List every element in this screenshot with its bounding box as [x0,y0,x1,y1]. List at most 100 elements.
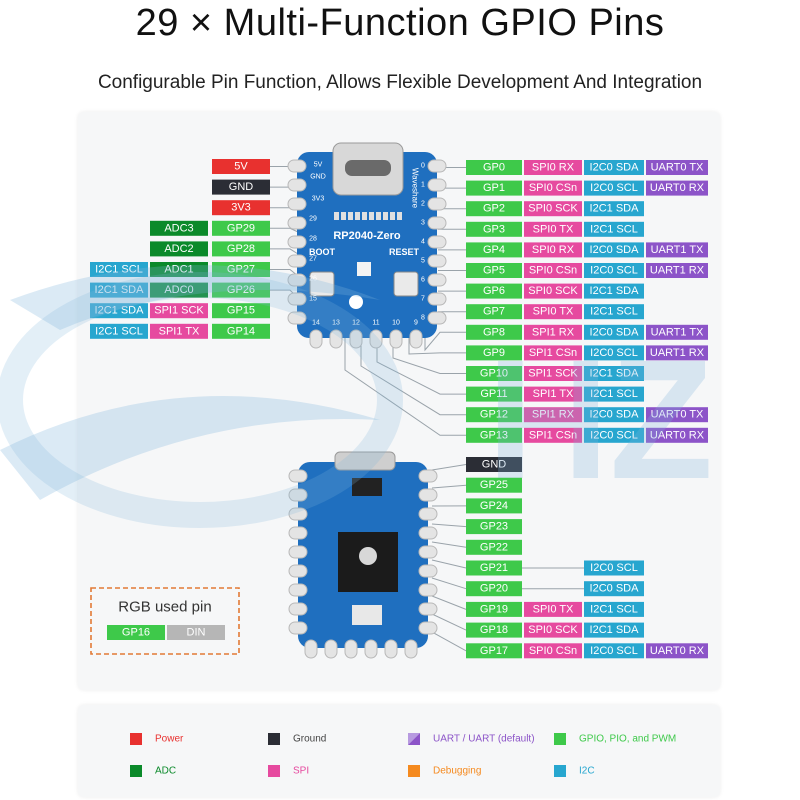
pin-label-bg [524,221,582,237]
usb-c-port [345,160,391,176]
pin-label-bg [150,303,208,319]
pin-label-chip: UART0 RX [646,180,708,196]
pin-label-bg [466,283,522,299]
pad [349,329,363,349]
pad [304,639,318,659]
pad [418,602,438,616]
pin-label-chip: SPI0 SCK [524,622,582,638]
pin-label-bg [466,581,522,597]
pin-label-text: GP10 [480,368,508,380]
reset-label: RESET [389,247,420,257]
pin-number: 6 [421,277,425,284]
pin-label-bg [466,201,522,217]
pin-label-chip: ADC0 [150,282,208,298]
pin-label-chip: GP6 [466,283,522,299]
pad [427,273,447,287]
rgb-pin-bg [107,625,165,640]
pin-5v-label: 5V [314,162,323,169]
pin-label-chip: UART1 RX [646,263,708,278]
pin-label-chip: 3V3 [212,200,270,216]
pin-label-text: SPI0 TX [533,223,574,235]
connector-line [270,227,299,233]
page-title: 29 × Multi-Function GPIO Pins [135,2,665,44]
pin-label-text: GP22 [480,541,508,553]
pin-label-bg [90,323,148,339]
pin-number: 15 [309,296,317,303]
pin-label-bg [646,407,708,423]
pin-label-text: I2C0 SCL [590,347,638,359]
pin-label-text: UART0 RX [650,182,705,194]
pin-header [341,212,346,220]
pin-label-chip: GP18 [466,622,522,638]
crystal [352,605,382,625]
pin-label-bg [584,201,644,217]
pin-label-chip: GP25 [466,477,522,493]
pin-header [369,212,374,220]
pin-label-chip: UART0 RX [646,643,708,659]
pin-label-bg [524,324,582,340]
pin-label-chip: GP20 [466,581,522,597]
pin-number: 13 [332,320,340,327]
pin-number: 4 [421,239,425,246]
pin-label-chip: ADC1 [150,262,208,277]
pin-label-bg [466,304,522,320]
pin-label-bg [584,386,644,402]
pin-number: 12 [352,320,360,327]
pin-label-text: GP9 [483,347,505,359]
pin-label-chip: GP10 [466,366,522,381]
legend-label: Ground [293,734,326,745]
legend-label: SPI [293,766,309,777]
pin-label-text: SPI0 TX [533,603,574,615]
legend-swatch [130,733,142,745]
pin-label-text: GP17 [480,645,508,657]
pin-label-bg [212,323,270,339]
pin-label-bg [646,643,708,659]
legend-item: SPI [268,765,309,777]
pin-label-text: SPI1 RX [532,326,575,338]
pin-label-text: GP6 [483,285,505,297]
pin-label-chip: SPI0 RX [524,160,582,175]
pin-label-bg [212,303,270,319]
pin-label-bg [466,366,522,381]
connector-line [431,523,467,528]
pad [287,216,307,230]
pin-label-text: I2C1 SCL [590,223,638,235]
legend-panel [78,705,720,797]
pin-number: 7 [421,296,425,303]
connector-line [431,613,467,631]
pin-label-chip: GP23 [466,519,522,535]
pin-label-chip: I2C0 SCL [584,560,644,576]
pin-label-text: UART1 TX [651,326,704,338]
pin-label-bg [524,180,582,196]
pin-label-chip: I2C1 SCL [584,304,644,320]
pin-label-chip: I2C1 SCL [584,386,644,402]
raspberry-logo [359,547,377,565]
pin-label-chip: UART0 RX [646,427,708,443]
pin-label-chip: UART0 TX [646,160,708,175]
pad [427,235,447,249]
pin-label-bg [646,324,708,340]
pin-3v3-label: 3V3 [312,196,325,203]
pin-label-text: SPI1 SCK [528,368,578,380]
pad [287,292,307,306]
pin-label-bg [524,201,582,217]
pin-label-bg [646,160,708,175]
pad [418,488,438,502]
pin-label-chip: SPI0 CSn [524,643,582,659]
pad [427,197,447,211]
pad [288,469,308,483]
pin-label-text: I2C1 SDA [590,203,640,215]
pin-label-text: I2C1 SDA [590,368,640,380]
connector-line [431,595,467,610]
pin-label-bg [646,180,708,196]
pin-number: 14 [312,320,320,327]
logo-mark [349,295,363,309]
rgb-led [357,262,371,276]
pin-label-bg [466,457,522,472]
usb-c-rear [334,451,396,471]
